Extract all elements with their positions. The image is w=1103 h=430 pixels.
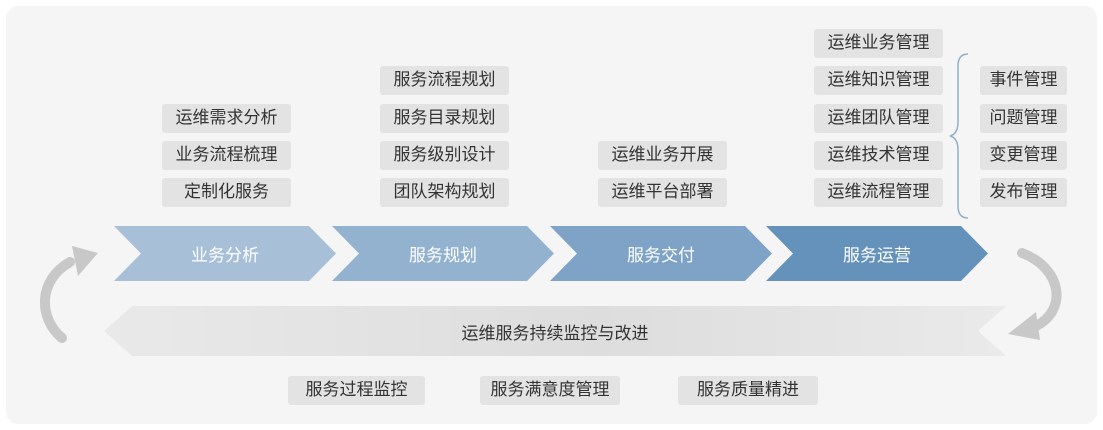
stage-label: 服务交付 [627,246,695,266]
tag-catalog-planning: 服务目录规划 [380,104,509,133]
stage-service-planning: 服务规划 [332,226,554,281]
tag-quality-refinement: 服务质量精进 [678,376,818,405]
stage-business-analysis: 业务分析 [114,226,336,281]
tag-change-mgmt: 变更管理 [980,141,1067,170]
tag-tech-mgmt: 运维技术管理 [814,141,943,170]
tag-level-design: 服务级别设计 [380,141,509,170]
tag-requirement-analysis: 运维需求分析 [162,104,291,133]
stage-service-delivery: 服务交付 [550,226,772,281]
tag-ops-business-start: 运维业务开展 [598,141,727,170]
tag-platform-deploy: 运维平台部署 [598,178,727,207]
tag-flow-planning: 服务流程规划 [380,66,509,95]
right-loop-arrowhead-icon [1008,312,1040,340]
left-loop-arrowhead-icon [72,246,98,276]
tag-release-mgmt: 发布管理 [980,178,1067,207]
brace-icon [949,53,969,219]
tag-process-monitoring: 服务过程监控 [288,376,425,405]
right-loop-arrow-icon [1017,248,1062,331]
tag-knowledge-mgmt: 运维知识管理 [814,66,943,95]
left-loop-arrow-icon [39,257,75,343]
improvement-band: 运维服务持续监控与改进 [104,306,1006,356]
tag-ops-business-mgmt: 运维业务管理 [814,29,943,58]
improvement-band-label: 运维服务持续监控与改进 [461,323,649,344]
tag-incident-mgmt: 事件管理 [980,66,1067,95]
stage-service-operation: 服务运营 [766,226,988,281]
stage-label: 服务规划 [409,246,477,266]
stage-label: 业务分析 [191,246,259,266]
tag-process-review: 业务流程梳理 [162,141,291,170]
tag-team-mgmt: 运维团队管理 [814,104,943,133]
tag-problem-mgmt: 问题管理 [980,104,1067,133]
tag-satisfaction-mgmt: 服务满意度管理 [480,376,620,405]
tag-custom-service: 定制化服务 [162,178,291,207]
stage-label: 服务运营 [843,246,911,266]
tag-team-planning: 团队架构规划 [380,178,509,207]
tag-flow-mgmt: 运维流程管理 [814,178,943,207]
